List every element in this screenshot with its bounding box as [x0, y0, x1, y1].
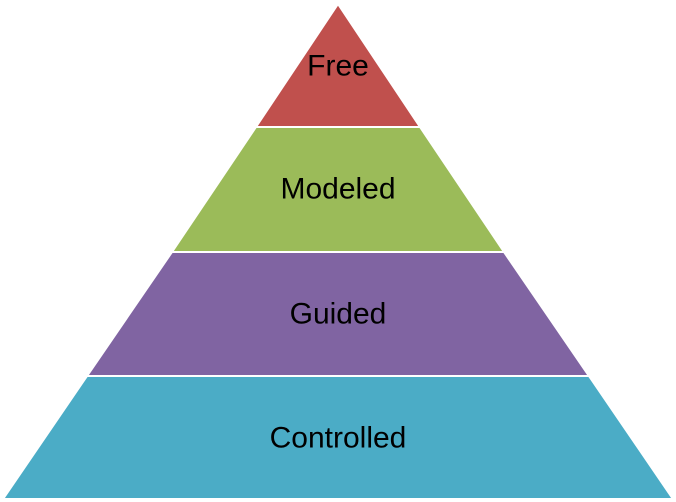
tier-controlled-shape [1, 375, 675, 500]
tier-controlled-label: Controlled [270, 422, 407, 455]
tier-modeled-label: Modeled [280, 173, 395, 206]
tier-free-label: Free [307, 50, 369, 83]
tier-guided-label: Guided [290, 298, 387, 331]
